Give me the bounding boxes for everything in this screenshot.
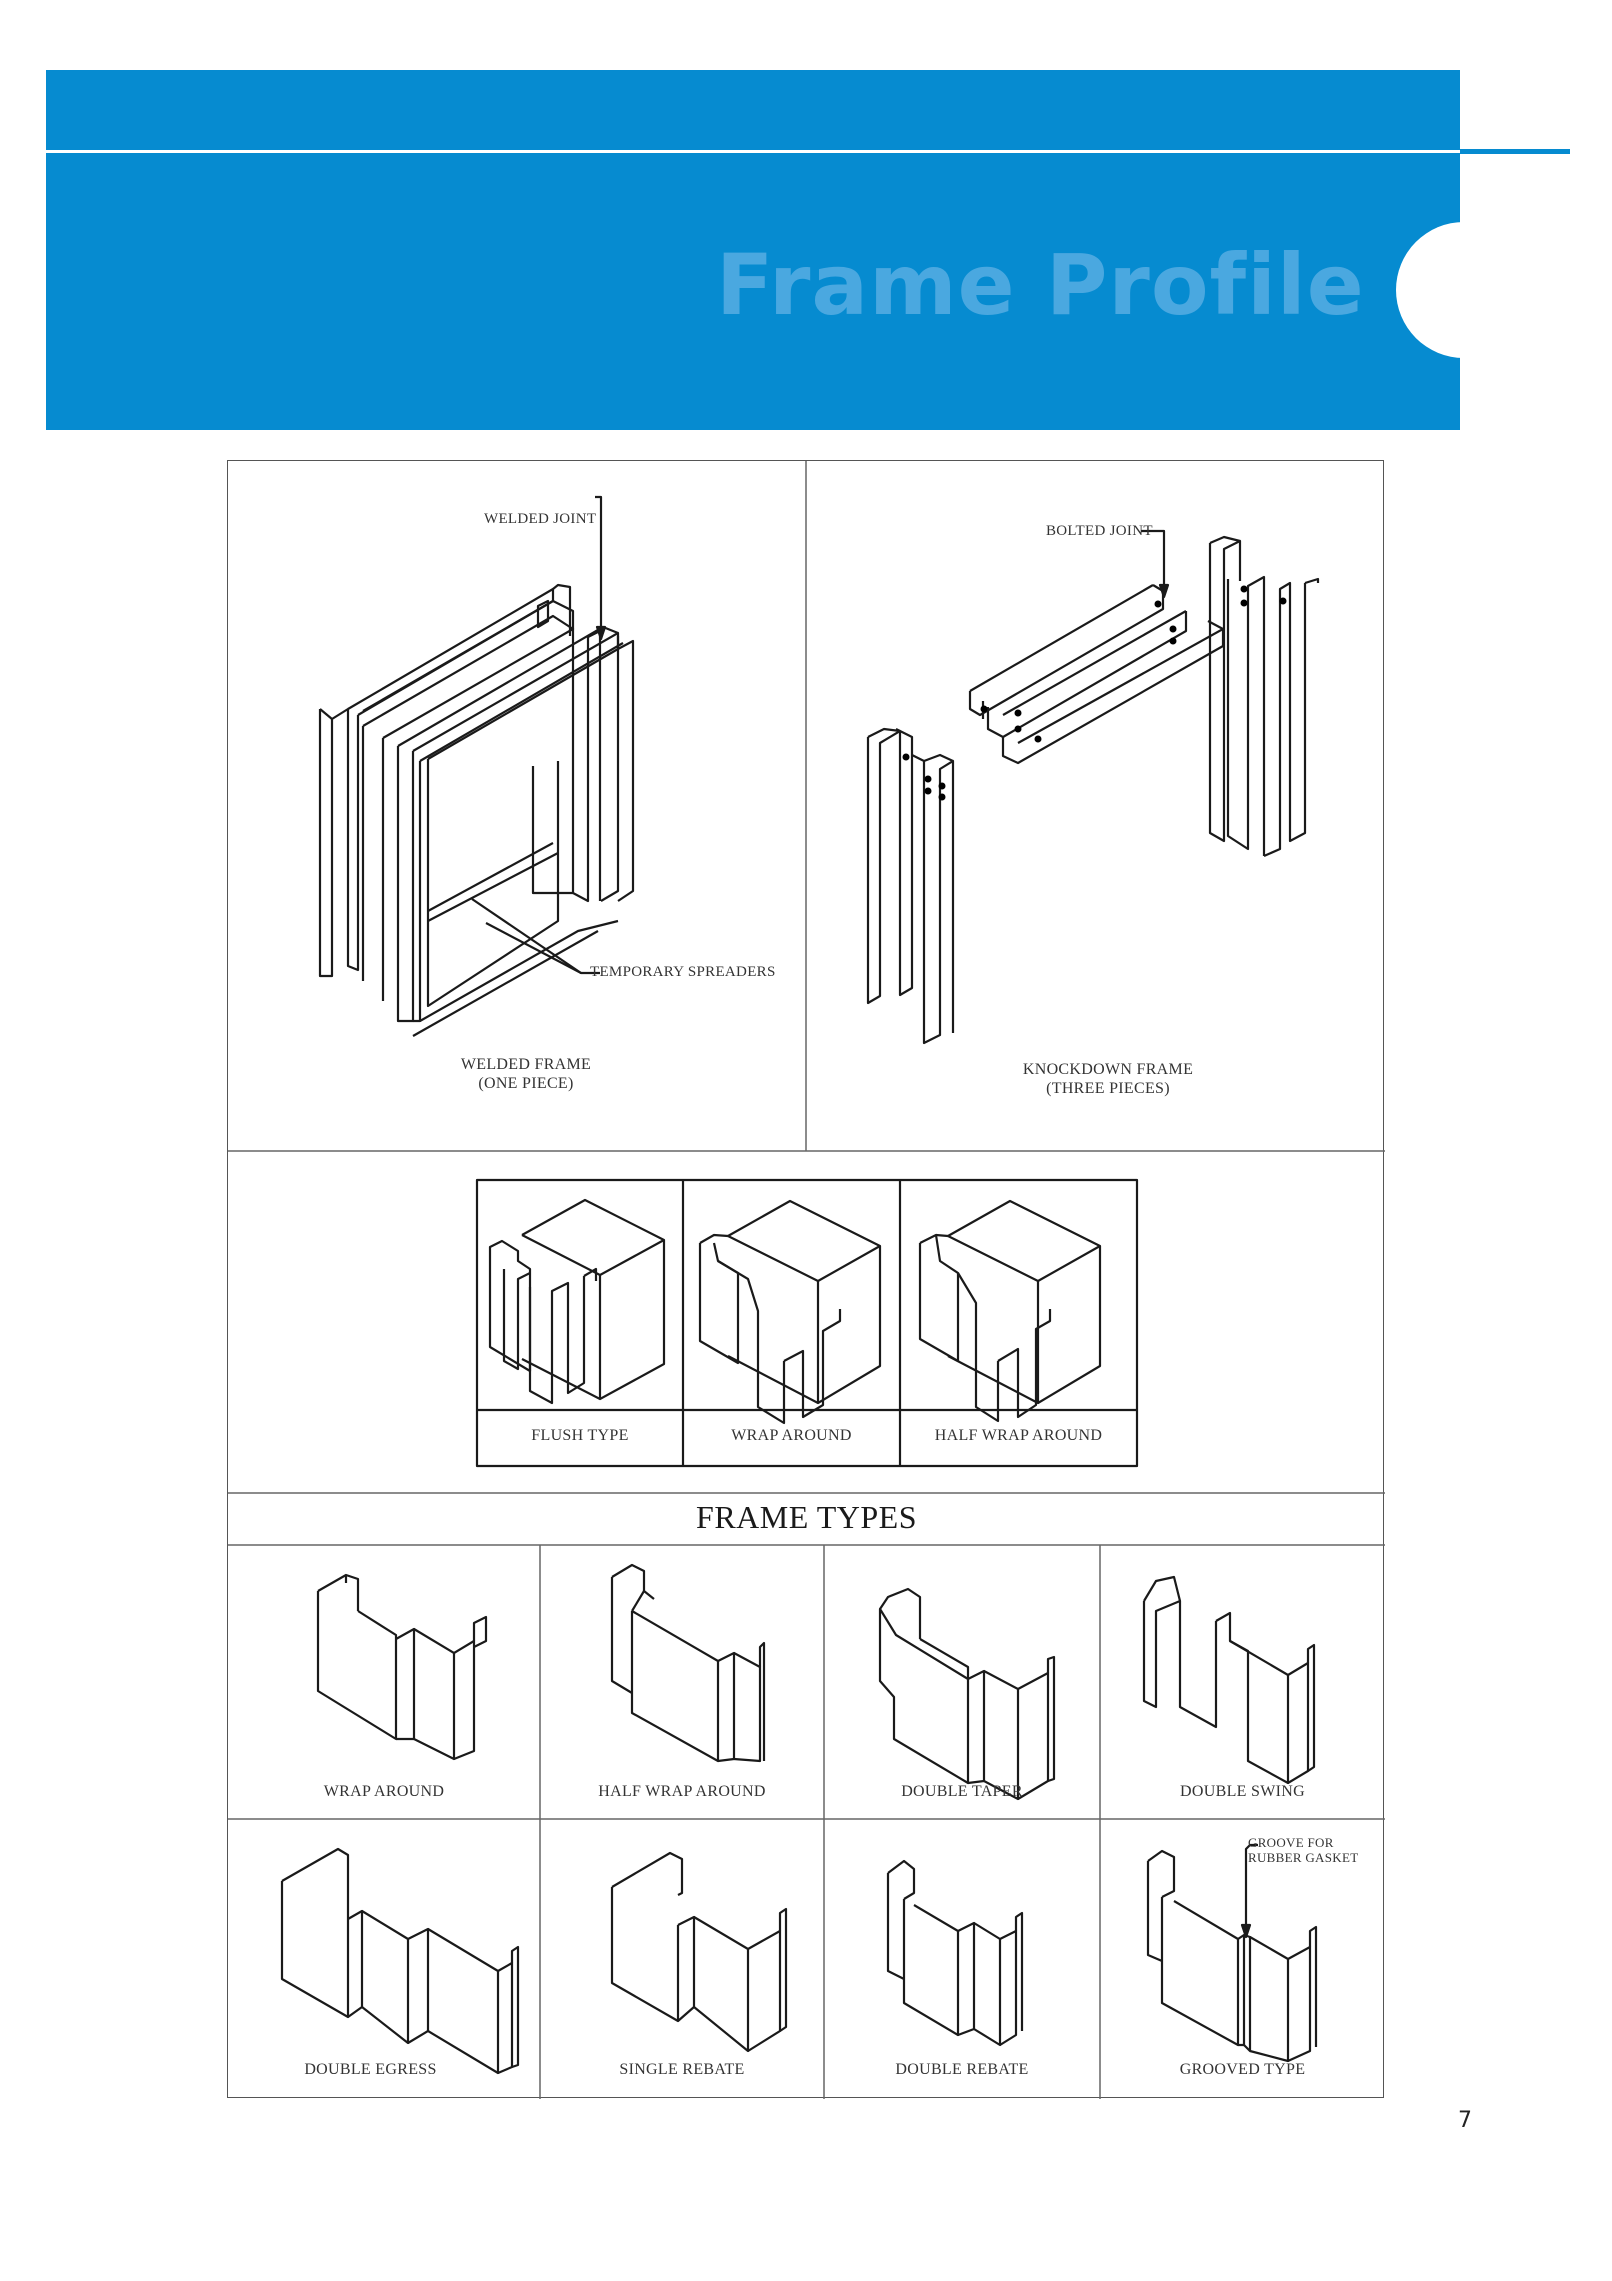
profile-double-egress	[280, 1847, 520, 2075]
sheet-grid	[228, 461, 1385, 2099]
profile-grooved-type	[1146, 1849, 1318, 2063]
knockdown-frame-subcaption: (THREE PIECES)	[1046, 1080, 1170, 1097]
header-rule-highlight	[46, 150, 1460, 153]
welded-frame-subcaption: (ONE PIECE)	[478, 1075, 574, 1092]
frame-type-label: DOUBLE EGRESS	[304, 2061, 437, 2078]
frame-type-label: DOUBLE REBATE	[895, 2061, 1029, 2078]
groove-note-line2: RUBBER GASKET	[1248, 1850, 1359, 1865]
groove-note-line1: GROOVE FOR	[1248, 1835, 1334, 1850]
profile-half-wrap-around	[610, 1563, 766, 1763]
installation-type-label: FLUSH TYPE	[531, 1427, 629, 1444]
bolted-joint-callout: BOLTED JOINT	[1046, 523, 1153, 539]
header-banner	[46, 70, 1460, 430]
frame-type-label: GROOVED TYPE	[1179, 2061, 1306, 2078]
profile-double-swing	[1142, 1575, 1316, 1785]
frame-type-label: HALF WRAP AROUND	[598, 1783, 766, 1800]
frame-type-label: SINGLE REBATE	[619, 2061, 745, 2078]
profile-single-rebate	[610, 1851, 788, 2053]
profile-double-rebate	[886, 1859, 1024, 2047]
page-title: Frame Profile	[716, 236, 1365, 334]
sheet-drawings	[228, 461, 1385, 2099]
profile-wrap-around	[316, 1573, 488, 1761]
half-wrap-around-type-drawing	[918, 1199, 1102, 1423]
temporary-spreaders-callout: TEMPORARY SPREADERS	[590, 964, 776, 980]
frame-types-title: FRAME TYPES	[696, 1499, 917, 1535]
header-notch	[1396, 222, 1532, 358]
installation-type-label: WRAP AROUND	[731, 1427, 852, 1444]
frame-type-label: DOUBLE SWING	[1180, 1783, 1305, 1800]
page-number: 7	[1458, 2108, 1472, 2133]
welded-joint-callout: WELDED JOINT	[484, 511, 597, 527]
wrap-around-type-drawing	[698, 1199, 882, 1425]
flush-type-drawing	[488, 1198, 666, 1405]
frame-profile-sheet: WELDED JOINT TEMPORARY SPREADERS WELDED …	[227, 460, 1385, 2099]
frame-type-label: DOUBLE TAPER	[901, 1783, 1023, 1800]
groove-callout	[1240, 1843, 1258, 1939]
knockdown-frame-caption: KNOCKDOWN FRAME	[1022, 1061, 1194, 1078]
welded-callouts	[471, 495, 607, 975]
profile-double-taper	[878, 1587, 1056, 1801]
knockdown-frame-drawing	[866, 535, 1320, 1045]
welded-frame-drawing	[318, 583, 635, 1037]
welded-frame-caption: WELDED FRAME	[460, 1056, 592, 1073]
knockdown-callouts	[1141, 529, 1170, 599]
frame-type-label: WRAP AROUND	[323, 1783, 445, 1800]
installation-type-label: HALF WRAP AROUND	[934, 1427, 1103, 1444]
